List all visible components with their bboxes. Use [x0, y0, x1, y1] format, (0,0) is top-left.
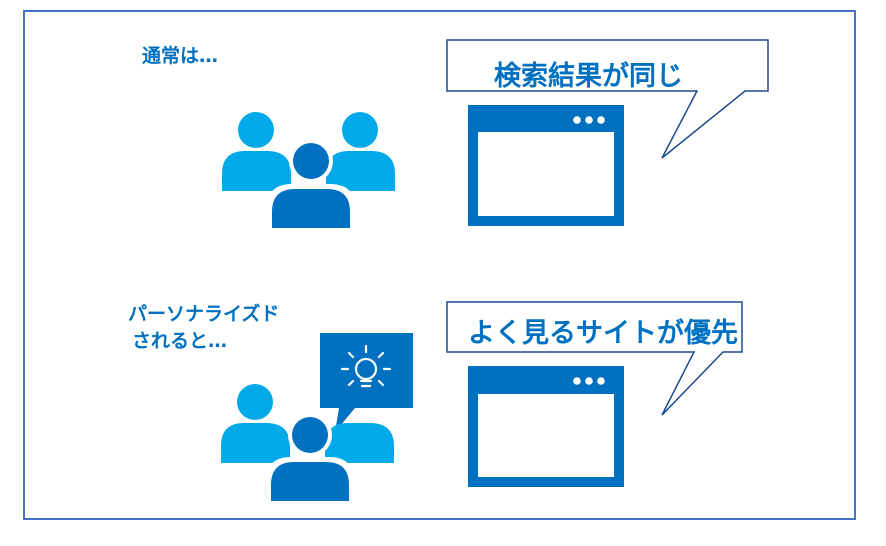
diagram-frame — [23, 10, 856, 520]
bubble-text-normal: 検索結果が同じ — [494, 61, 683, 92]
speech-bubble-personalized — [446, 301, 743, 416]
browser-window-icon — [468, 366, 624, 487]
bubble-text-personalized: よく見るサイトが優先 — [468, 318, 738, 349]
caption-personalized-line1: パーソナライズド — [128, 303, 280, 325]
people-group-icon — [222, 112, 395, 228]
idea-bubble — [320, 333, 413, 432]
people-group-icon — [221, 384, 394, 501]
caption-normal: 通常は… — [142, 45, 219, 67]
caption-personalized-line2: されると… — [132, 330, 228, 352]
browser-window-icon — [468, 105, 624, 226]
speech-bubble-normal — [446, 39, 769, 159]
lightbulb-icon — [340, 344, 392, 388]
